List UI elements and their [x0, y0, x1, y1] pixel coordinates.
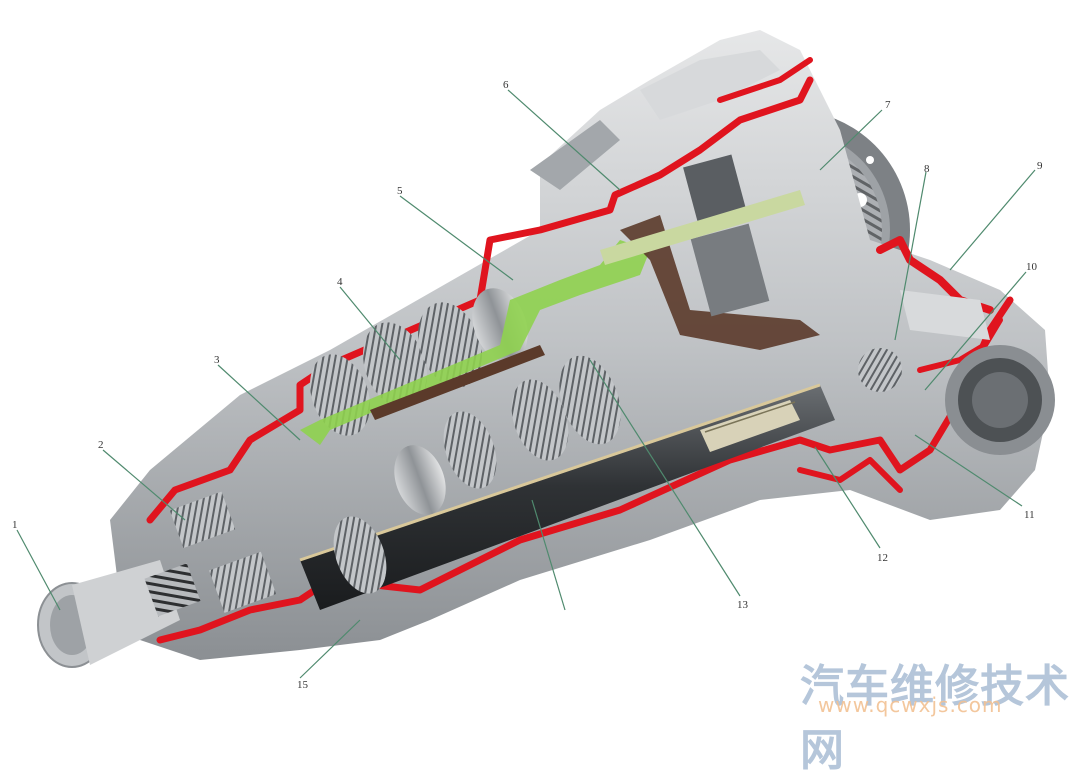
callout-6: 6	[503, 79, 509, 91]
callout-15: 15	[297, 679, 308, 691]
watermark-url: www.qcwxjs.com	[818, 693, 1003, 717]
callout-4: 4	[337, 276, 343, 288]
output-flange	[37, 491, 277, 668]
callout-8: 8	[924, 163, 930, 175]
callout-5: 5	[397, 185, 403, 197]
leader-lines	[16, 89, 1036, 679]
callout-3: 3	[214, 354, 220, 366]
differential	[858, 290, 1055, 455]
callout-12: 12	[877, 552, 888, 564]
callout-9: 9	[1037, 160, 1043, 172]
callout-2: 2	[98, 439, 104, 451]
output-shaft	[299, 383, 835, 610]
callout-1: 1	[12, 519, 18, 531]
clutch-pack	[600, 154, 805, 317]
diagram-canvas: 1 2 3 4 5 6 7 8 9 10 11 12 13 15 汽车维修技术网…	[12, 30, 1069, 776]
callout-13: 13	[737, 599, 748, 611]
callout-7: 7	[885, 99, 891, 111]
transmission-housing	[110, 30, 1050, 660]
transmission-cutaway-illustration	[16, 30, 1055, 679]
oil-channel	[300, 215, 820, 445]
callout-11: 11	[1024, 509, 1035, 521]
callout-10: 10	[1026, 261, 1037, 273]
